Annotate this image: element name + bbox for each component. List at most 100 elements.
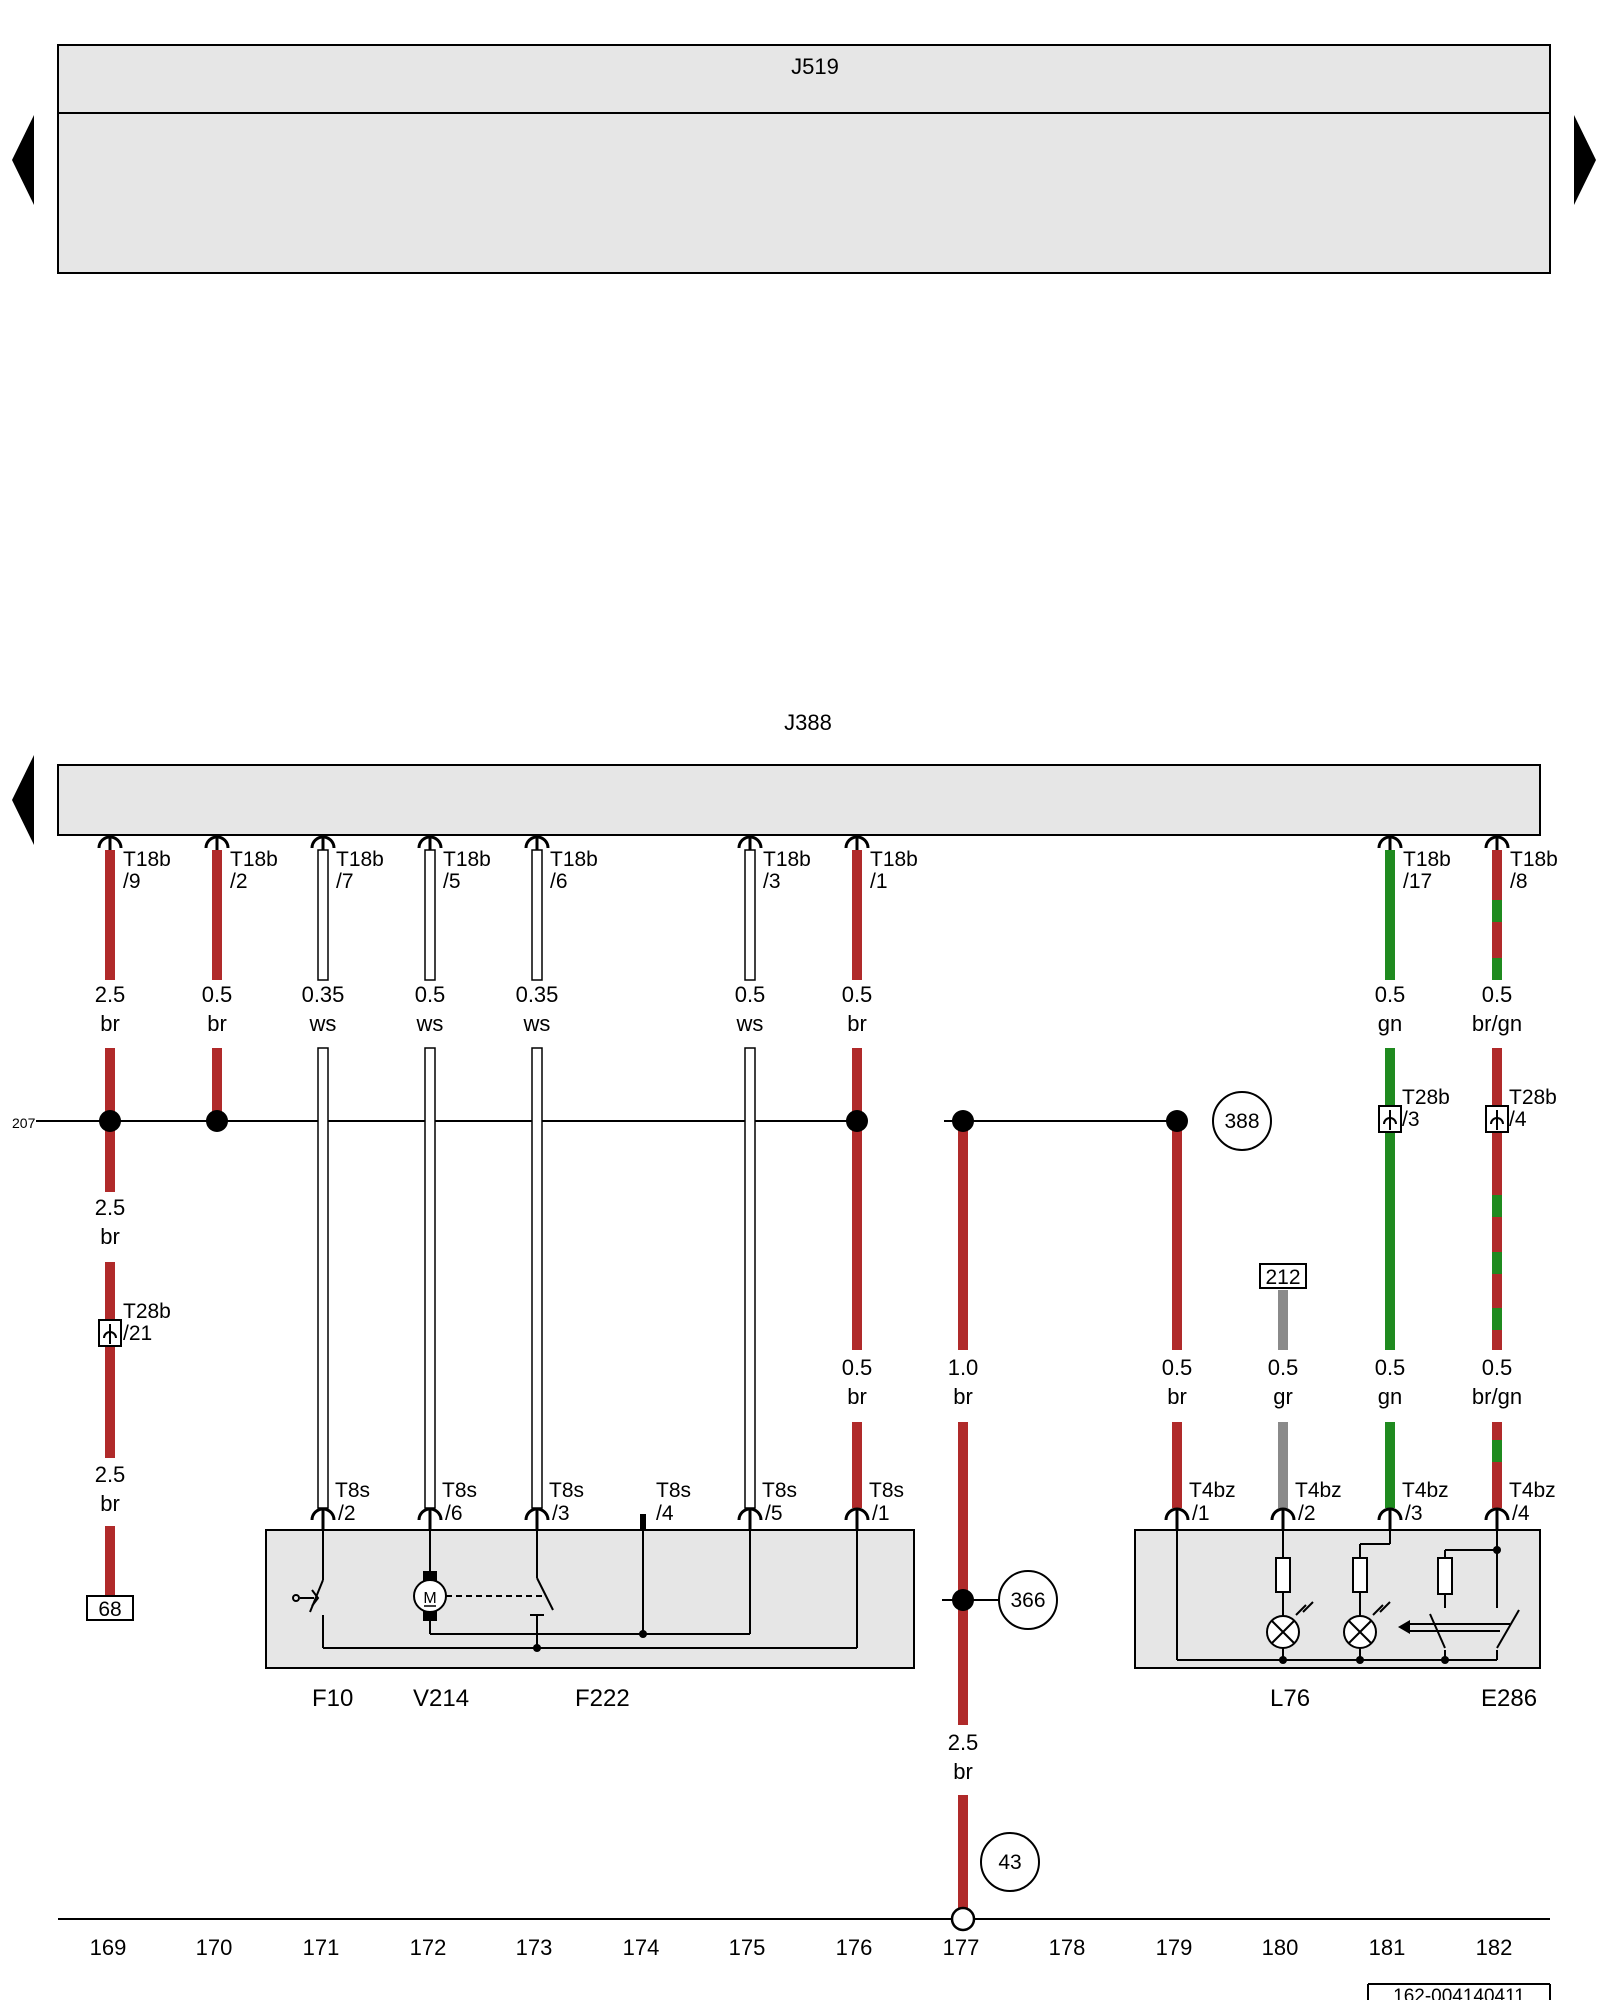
t18b-labels: T18b /9 T18b /2 T18b /7 T18b /5 T18b /6 … [123,848,1558,893]
svg-text:T18b: T18b [763,848,811,871]
svg-text:T18b: T18b [230,848,278,871]
svg-text:0.5: 0.5 [735,982,766,1007]
svg-text:T18b: T18b [870,848,918,871]
svg-text:178: 178 [1049,1935,1086,1960]
left-box-internals [292,1530,858,1649]
svg-text:0.5: 0.5 [1162,1355,1193,1380]
svg-text:br: br [207,1011,227,1036]
unit-j519: J519 [57,44,1551,274]
svg-text:T18b: T18b [336,848,384,871]
white-wires [317,849,756,1509]
svg-text:171: 171 [303,1935,340,1960]
svg-text:gn: gn [1378,1384,1402,1409]
motor-symbol-label: M [423,1590,436,1607]
svg-text:/17: /17 [1403,870,1432,893]
svg-text:0.5: 0.5 [1375,982,1406,1007]
svg-text:/7: /7 [336,870,354,893]
column-numbers: 169 170 171 172 173 174 175 176 177 178 … [90,1935,1513,1960]
svg-text:/2: /2 [338,1502,356,1525]
ref-box-68[interactable]: 68 [86,1595,134,1621]
svg-text:0.5: 0.5 [842,1355,873,1380]
next-page-arrow-icon[interactable] [1574,115,1596,205]
svg-text:0.35: 0.35 [302,982,345,1007]
svg-text:162-004140411: 162-004140411 [1393,1986,1525,2000]
svg-text:43: 43 [998,1851,1021,1874]
svg-text:0.35: 0.35 [516,982,559,1007]
svg-text:br/gn: br/gn [1472,1011,1522,1036]
svg-text:0.5: 0.5 [1375,1355,1406,1380]
component-labels: F10 V214 F222 L76 E286 [312,1685,1537,1712]
svg-text:T8s: T8s [442,1479,477,1502]
unit-j519-label: J519 [791,54,839,79]
prev-page-arrow-icon-lower[interactable] [12,755,34,845]
svg-text:2.5: 2.5 [95,1462,126,1487]
t8s-symbols [310,1507,870,1530]
svg-text:/9: /9 [123,870,141,893]
splice-dots [99,1110,1188,1611]
svg-text:/2: /2 [230,870,248,893]
svg-text:179: 179 [1156,1935,1193,1960]
diagram-code-box: 162-004140411 [1367,1983,1551,2000]
svg-text:gr: gr [1273,1384,1293,1409]
component-box-left [265,1529,915,1669]
svg-text:/3: /3 [1405,1502,1423,1525]
unit-j388-label: J388 [784,710,832,735]
svg-text:br: br [847,1011,867,1036]
svg-text:0.5: 0.5 [1482,1355,1513,1380]
svg-text:181: 181 [1369,1935,1406,1960]
svg-text:br: br [100,1491,120,1516]
unit-j519-band [57,44,1551,274]
svg-text:T4bz: T4bz [1189,1479,1236,1502]
component-l76-label: L76 [1270,1685,1310,1712]
svg-text:br: br [100,1224,120,1249]
svg-text:176: 176 [836,1935,873,1960]
svg-text:0.5: 0.5 [1268,1355,1299,1380]
svg-text:/8: /8 [1510,870,1528,893]
svg-text:169: 169 [90,1935,127,1960]
svg-text:T8s: T8s [869,1479,904,1502]
svg-text:/6: /6 [550,870,568,893]
svg-text:2.5: 2.5 [95,1195,126,1220]
t4bz-symbols [1164,1507,1510,1530]
prev-page-arrow-icon[interactable] [12,115,34,205]
wires [105,849,1502,1912]
svg-text:T8s: T8s [549,1479,584,1502]
svg-text:br: br [847,1384,867,1409]
svg-text:172: 172 [410,1935,447,1960]
svg-text:/4: /4 [1512,1502,1530,1525]
ref-circle-43[interactable]: 43 [980,1832,1040,1892]
svg-text:0.5: 0.5 [415,982,446,1007]
svg-text:/3: /3 [763,870,781,893]
svg-text:gn: gn [1378,1011,1402,1036]
svg-text:366: 366 [1010,1589,1045,1612]
svg-text:1.0: 1.0 [948,1355,979,1380]
svg-text:177: 177 [943,1935,980,1960]
svg-text:0.5: 0.5 [1482,982,1513,1007]
wire-labels-top: 2.5 br 0.5 br 0.35 ws 0.5 ws 0.35 ws 0.5… [95,982,1522,1036]
ref-circle-388[interactable]: 388 [1212,1091,1272,1151]
ref-circle-366[interactable]: 366 [963,1570,1058,1630]
svg-text:T18b: T18b [550,848,598,871]
svg-text:68: 68 [98,1598,121,1621]
svg-text:/21: /21 [123,1322,152,1345]
component-box-right [1134,1529,1541,1669]
t8s-labels: T8s /2 T8s /6 T8s /3 T8s /4 T8s /5 T8s /… [335,1479,904,1525]
component-v214-label: V214 [413,1685,469,1712]
svg-text:182: 182 [1476,1935,1513,1960]
svg-text:180: 180 [1262,1935,1299,1960]
svg-text:T28b: T28b [1402,1086,1450,1109]
ref-box-212[interactable]: 212 [1259,1263,1307,1289]
svg-text:T18b: T18b [1510,848,1558,871]
svg-text:ws: ws [416,1011,444,1036]
svg-text:388: 388 [1224,1110,1259,1133]
ground-terminal-177 [950,1906,976,1932]
svg-text:T18b: T18b [443,848,491,871]
svg-text:174: 174 [623,1935,660,1960]
svg-text:T8s: T8s [656,1479,691,1502]
svg-text:170: 170 [196,1935,233,1960]
component-f222-label: F222 [575,1685,630,1712]
svg-text:0.5: 0.5 [202,982,233,1007]
ground-point-label: 207 [12,1115,36,1131]
svg-text:T8s: T8s [335,1479,370,1502]
